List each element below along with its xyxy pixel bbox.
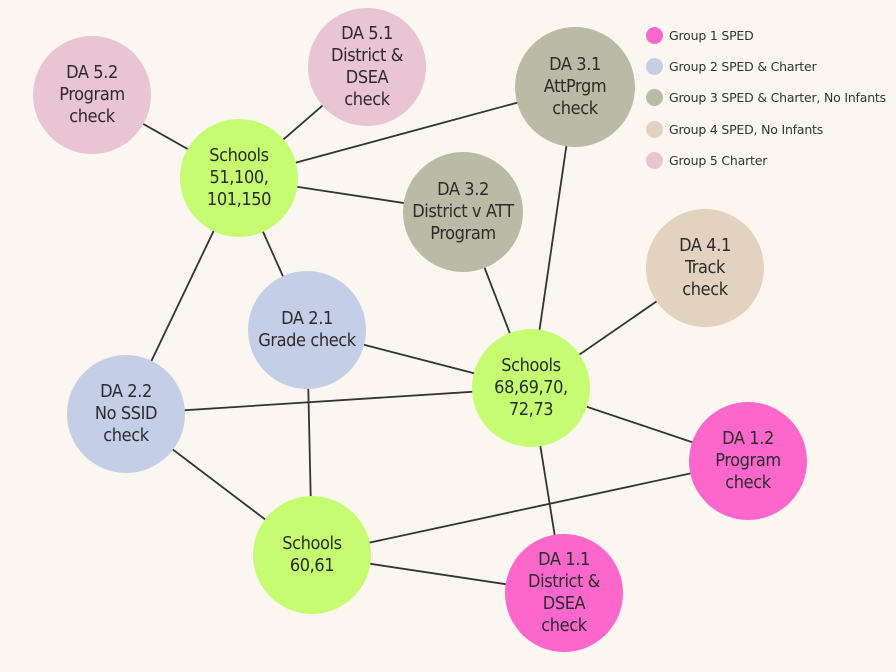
legend-item: Group 2 SPED & Charter xyxy=(646,51,886,82)
edge-s60-da12 xyxy=(311,460,749,556)
node-label: DA 5.1 District & DSEA check xyxy=(331,23,403,110)
node-label: Schools 60,61 xyxy=(282,533,342,576)
node-s68: Schools 68,69,70, 72,73 xyxy=(472,329,590,447)
node-da52: DA 5.2 Program check xyxy=(33,36,151,154)
node-label: DA 3.1 AttPrgm check xyxy=(543,54,607,119)
legend-label: Group 2 SPED & Charter xyxy=(669,59,817,75)
legend-label: Group 1 SPED xyxy=(669,28,754,44)
node-da51: DA 5.1 District & DSEA check xyxy=(308,8,426,126)
node-da31: DA 3.1 AttPrgm check xyxy=(515,27,635,147)
node-da12: DA 1.2 Program check xyxy=(689,402,807,520)
legend-label: Group 3 SPED & Charter, No Infants xyxy=(669,90,886,106)
legend-item: Group 1 SPED xyxy=(646,20,886,51)
node-da11: DA 1.1 District & DSEA check xyxy=(505,534,623,652)
legend-swatch xyxy=(646,120,663,138)
node-da22: DA 2.2 No SSID check xyxy=(67,355,185,473)
legend-item: Group 3 SPED & Charter, No Infants xyxy=(646,82,886,113)
legend-swatch xyxy=(646,58,663,76)
node-label: Schools 68,69,70, 72,73 xyxy=(494,355,568,420)
node-label: DA 2.1 Grade check xyxy=(258,308,356,351)
node-s51: Schools 51,100, 101,150 xyxy=(180,119,298,237)
legend-swatch xyxy=(646,89,663,107)
legend-swatch xyxy=(646,27,663,45)
node-label: Schools 51,100, 101,150 xyxy=(206,145,272,210)
edge-da22-s68 xyxy=(125,387,532,415)
node-label: DA 1.1 District & DSEA check xyxy=(528,549,600,636)
node-da21: DA 2.1 Grade check xyxy=(248,271,366,389)
legend-label: Group 4 SPED, No Infants xyxy=(669,121,824,137)
legend-label: Group 5 Charter xyxy=(669,152,768,168)
node-s60: Schools 60,61 xyxy=(253,496,371,614)
node-da32: DA 3.2 District v ATT Program xyxy=(403,152,523,272)
legend-swatch xyxy=(646,151,663,169)
node-label: DA 2.2 No SSID check xyxy=(94,381,158,446)
node-label: DA 4.1 Track check xyxy=(679,235,731,300)
node-label: DA 5.2 Program check xyxy=(59,62,125,127)
node-label: DA 3.2 District v ATT Program xyxy=(412,179,514,244)
legend-item: Group 4 SPED, No Infants xyxy=(646,114,886,145)
node-label: DA 1.2 Program check xyxy=(715,428,781,493)
legend-item: Group 5 Charter xyxy=(646,145,886,176)
node-da41: DA 4.1 Track check xyxy=(646,209,764,327)
